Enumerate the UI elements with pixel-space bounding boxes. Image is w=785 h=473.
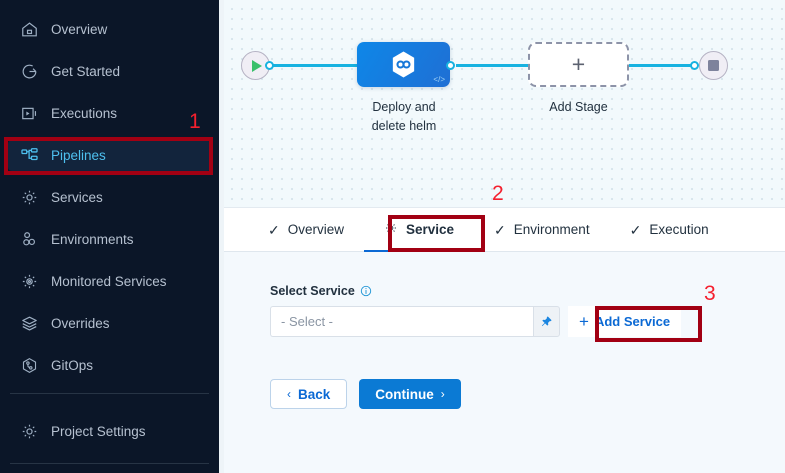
sidebar-divider-bottom [10, 463, 209, 464]
connector-dot-start [265, 61, 274, 70]
connector-addstage-to-end [629, 64, 692, 67]
add-stage-node[interactable]: + [528, 42, 629, 87]
sidebar-edge-strip [219, 0, 224, 473]
gitops-icon [20, 356, 39, 375]
pin-button[interactable] [533, 306, 560, 337]
connector-dot-end [690, 61, 699, 70]
helm-hexagon-icon [392, 51, 415, 78]
sidebar-item-overrides[interactable]: Overrides [8, 308, 211, 339]
sidebar-item-get-started[interactable]: Get Started [8, 56, 211, 87]
sidebar-item-environments[interactable]: Environments [8, 224, 211, 255]
sidebar-item-label: Overrides [51, 316, 110, 331]
start-play-icon [252, 59, 262, 72]
form-actions: ‹ Back Continue › [270, 379, 785, 409]
gear-icon [20, 188, 39, 207]
select-service-input[interactable]: - Select - [270, 306, 533, 337]
sidebar-item-services[interactable]: Services [8, 182, 211, 213]
sidebar-item-gitops[interactable]: GitOps [8, 350, 211, 381]
tab-label: Environment [513, 222, 590, 237]
connector-start-to-stage [272, 64, 366, 67]
chevron-left-icon: ‹ [287, 387, 291, 401]
gear-icon [20, 422, 39, 441]
layers-icon [20, 314, 39, 333]
home-icon [20, 20, 39, 39]
end-stop-icon [708, 60, 719, 71]
sidebar-item-label: Overview [51, 22, 108, 37]
tab-label: Service [406, 222, 455, 237]
connector-stage-to-addstage [456, 64, 528, 67]
sidebar-item-project-settings[interactable]: Project Settings [8, 416, 211, 447]
tab-label: Overview [287, 222, 344, 237]
back-label: Back [298, 386, 331, 402]
info-icon[interactable] [360, 285, 372, 297]
annotation-number-2: 2 [492, 182, 504, 205]
tab-overview[interactable]: ✓ Overview [248, 207, 364, 252]
plus-icon: + [571, 51, 586, 77]
select-service-control[interactable]: - Select - [270, 306, 560, 337]
stage-node-label: Deploy and delete helm [371, 100, 437, 133]
sidebar: Overview Get Started Executions [0, 0, 219, 473]
sidebar-item-executions[interactable]: Executions [8, 98, 211, 129]
sidebar-item-pipelines[interactable]: Pipelines [8, 140, 211, 171]
continue-button[interactable]: Continue › [359, 379, 461, 409]
sidebar-item-label: Services [51, 190, 103, 205]
executions-icon [20, 104, 39, 123]
pipeline-canvas[interactable]: </> Deploy and delete helm + Add Stage [224, 0, 785, 207]
tab-execution[interactable]: ✓ Execution [610, 207, 729, 252]
monitored-services-icon [20, 272, 39, 291]
sidebar-divider-top [10, 393, 209, 394]
back-button[interactable]: ‹ Back [270, 379, 348, 409]
service-form: Select Service - Select - [224, 252, 785, 473]
annotation-number-1: 1 [189, 110, 201, 133]
sidebar-item-label: Pipelines [51, 148, 106, 163]
tab-label: Execution [649, 222, 709, 237]
sidebar-item-monitored-services[interactable]: Monitored Services [8, 266, 211, 297]
add-service-button[interactable]: + Add Service [568, 306, 682, 337]
sidebar-item-label: Environments [51, 232, 134, 247]
add-service-label: Add Service [594, 314, 671, 329]
sidebar-item-label: Get Started [51, 64, 121, 79]
tab-environment[interactable]: ✓ Environment [474, 207, 610, 252]
get-started-icon [20, 62, 39, 81]
service-select-row: - Select - + Add Service [270, 306, 785, 337]
sidebar-item-label: Executions [51, 106, 118, 121]
gear-icon [384, 221, 398, 238]
check-icon: ✓ [494, 221, 506, 238]
check-icon: ✓ [268, 221, 280, 238]
continue-label: Continue [375, 386, 434, 402]
sidebar-item-label: Monitored Services [51, 274, 167, 289]
environments-icon [20, 230, 39, 249]
add-stage-label: Add Stage [549, 100, 608, 114]
connector-dot-stage-right [446, 61, 455, 70]
pin-icon [541, 316, 552, 327]
pipelines-icon [20, 146, 39, 165]
tab-service[interactable]: Service [364, 207, 475, 253]
sidebar-item-label: GitOps [51, 358, 94, 373]
sidebar-item-label: Project Settings [51, 424, 146, 439]
annotation-number-3: 3 [704, 282, 716, 305]
sidebar-item-overview[interactable]: Overview [8, 14, 211, 45]
end-node[interactable] [699, 51, 728, 80]
select-service-label: Select Service [270, 284, 785, 298]
main-content: </> Deploy and delete helm + Add Stage ✓… [224, 0, 785, 473]
stage-tabbar: ✓ Overview Service ✓ Environment ✓ Execu… [224, 207, 785, 253]
chevron-right-icon: › [440, 387, 445, 401]
plus-icon: + [579, 312, 589, 331]
check-icon: ✓ [629, 221, 642, 238]
stage-code-badge: </> [433, 75, 445, 84]
stage-node-deploy-and-delete-helm[interactable]: </> [357, 42, 450, 87]
